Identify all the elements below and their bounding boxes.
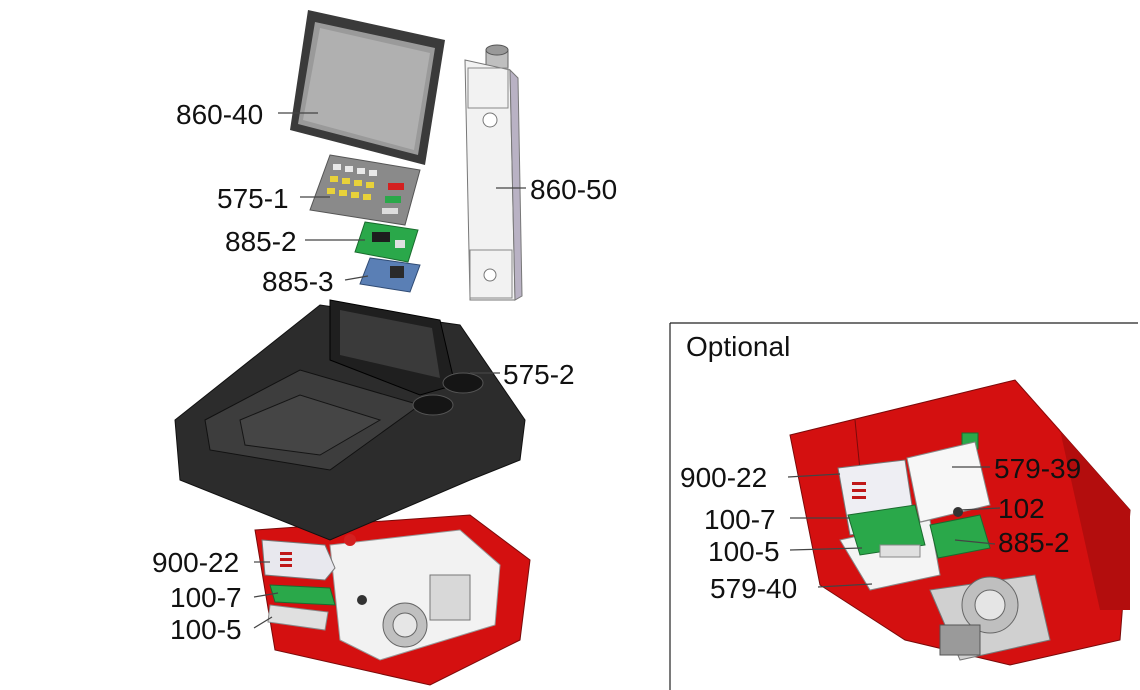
optional-inset: Optional 900-22 5: [669, 322, 1138, 690]
column-part: [464, 44, 523, 301]
optional-title: Optional: [686, 331, 790, 362]
monitor-part: [290, 10, 445, 165]
opt-label-board-a: 100-7: [704, 504, 776, 535]
console-part: [174, 299, 526, 546]
label-console: 575-2: [503, 359, 575, 390]
main-leader-lines: [253, 112, 526, 629]
label-power-box: 900-22: [152, 547, 239, 578]
opt-label-board-b: 100-5: [708, 536, 780, 567]
opt-label-power-box: 900-22: [680, 462, 767, 493]
opt-label-cover-box: 579-39: [994, 453, 1081, 484]
board-a-part: [269, 584, 336, 606]
board-b-part: [267, 604, 329, 631]
opt-label-relay: 102: [998, 493, 1045, 524]
opt-label-plate: 579-40: [710, 573, 797, 604]
keypad-part: [309, 154, 421, 226]
power-box-part: [261, 539, 336, 581]
opt-label-board-c: 885-2: [998, 527, 1070, 558]
label-keypad: 575-1: [217, 183, 289, 214]
keypad-board-part: [354, 221, 419, 263]
label-column: 860-50: [530, 174, 617, 205]
label-board-a: 100-7: [170, 582, 242, 613]
label-interface-board: 885-3: [262, 266, 334, 297]
label-keypad-board: 885-2: [225, 226, 297, 257]
label-monitor: 860-40: [176, 99, 263, 130]
label-board-b: 100-5: [170, 614, 242, 645]
interface-board-part: [359, 257, 421, 293]
